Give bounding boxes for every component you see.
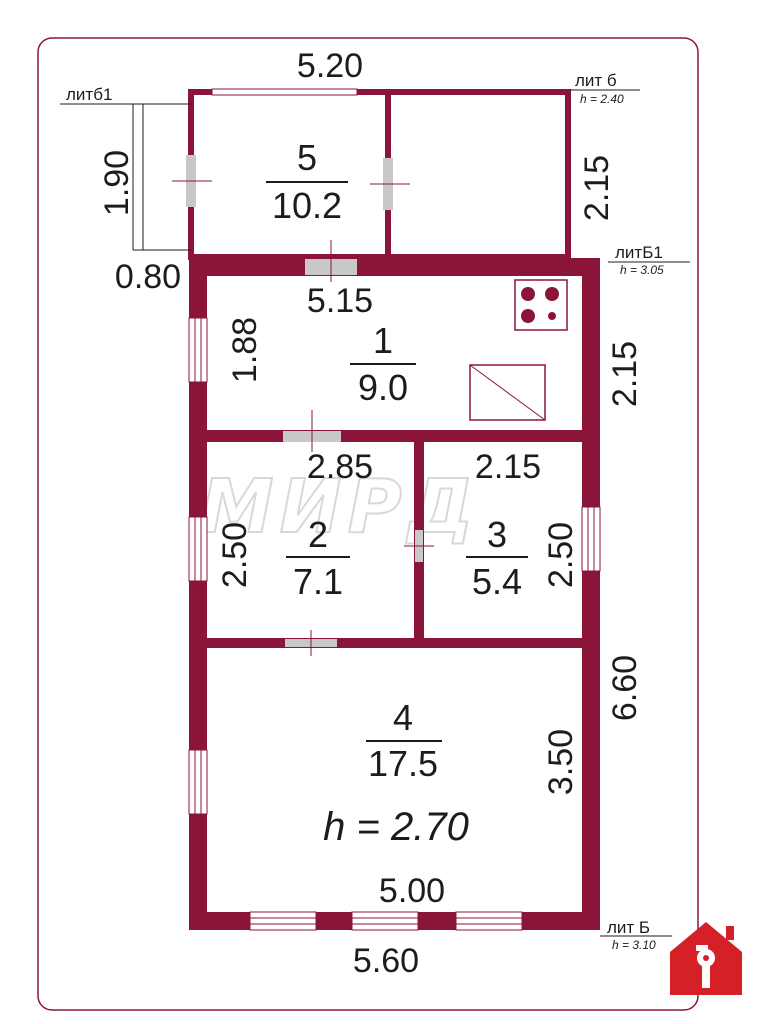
window: [188, 317, 208, 383]
litera-height: h = 2.40: [580, 92, 624, 106]
room-number: 4: [393, 697, 413, 738]
porch-b1: [60, 103, 191, 251]
window: [581, 506, 601, 572]
dimension-label: 2.85: [307, 448, 373, 486]
room-area: 10.2: [272, 185, 342, 226]
dimension-label: 2.15: [606, 341, 644, 407]
window: [188, 516, 208, 582]
litera-height: h = 3.05: [620, 263, 664, 277]
room-number: 2: [308, 514, 328, 555]
room-area: 9.0: [358, 367, 408, 408]
dimension-label: 3.50: [542, 729, 580, 795]
window: [455, 911, 523, 931]
litera-label: лит б: [575, 71, 617, 90]
window: [188, 749, 208, 815]
room-label: 2 7.1: [286, 514, 350, 602]
room-label: 1 9.0: [350, 320, 416, 408]
dimension-label: 6.60: [606, 655, 644, 721]
stove-icon: [514, 279, 568, 331]
dimension-label: 0.80: [115, 258, 181, 296]
room-area: 7.1: [293, 561, 343, 602]
watermark: МИРД: [200, 464, 480, 550]
room-label: 4 17.5: [366, 697, 442, 784]
dimension-label: 5.15: [307, 282, 373, 320]
dimension-label: 1.88: [226, 317, 264, 383]
dimension-label: 5.00: [379, 872, 445, 910]
wall-room1-south: [206, 430, 584, 442]
window: [351, 911, 419, 931]
room-label: 3 5.4: [466, 514, 528, 602]
room-number: 5: [297, 137, 317, 178]
room-number: 3: [487, 514, 507, 555]
litera-label: литБ1: [615, 243, 663, 262]
dimension-label: 2.15: [578, 155, 616, 221]
window: [211, 88, 358, 96]
room-area: 5.4: [472, 561, 522, 602]
main-house: [188, 240, 601, 931]
window: [249, 911, 317, 931]
dimension-label: 2.50: [216, 522, 254, 588]
litera-label: лит Б: [607, 918, 650, 937]
house-key-logo-icon: [670, 922, 742, 995]
dimension-label: 2.50: [542, 522, 580, 588]
annex-b: [172, 88, 571, 260]
annex-b-walls: [188, 89, 571, 260]
ceiling-height: h = 2.70: [323, 805, 469, 849]
room-label: 5 10.2: [266, 137, 348, 226]
litera-label: литб1: [66, 85, 112, 104]
litera-height: h = 3.10: [612, 938, 656, 952]
dimension-label: 5.60: [353, 942, 419, 980]
plan-frame: [37, 37, 699, 1011]
dimension-label: 5.20: [297, 47, 363, 85]
room-area: 17.5: [368, 743, 438, 784]
wall-room4-north: [206, 638, 584, 648]
sink-icon: [469, 364, 546, 421]
dimension-label: 1.90: [98, 150, 136, 216]
room-number: 1: [373, 320, 393, 361]
dimension-label: 2.15: [475, 448, 541, 486]
